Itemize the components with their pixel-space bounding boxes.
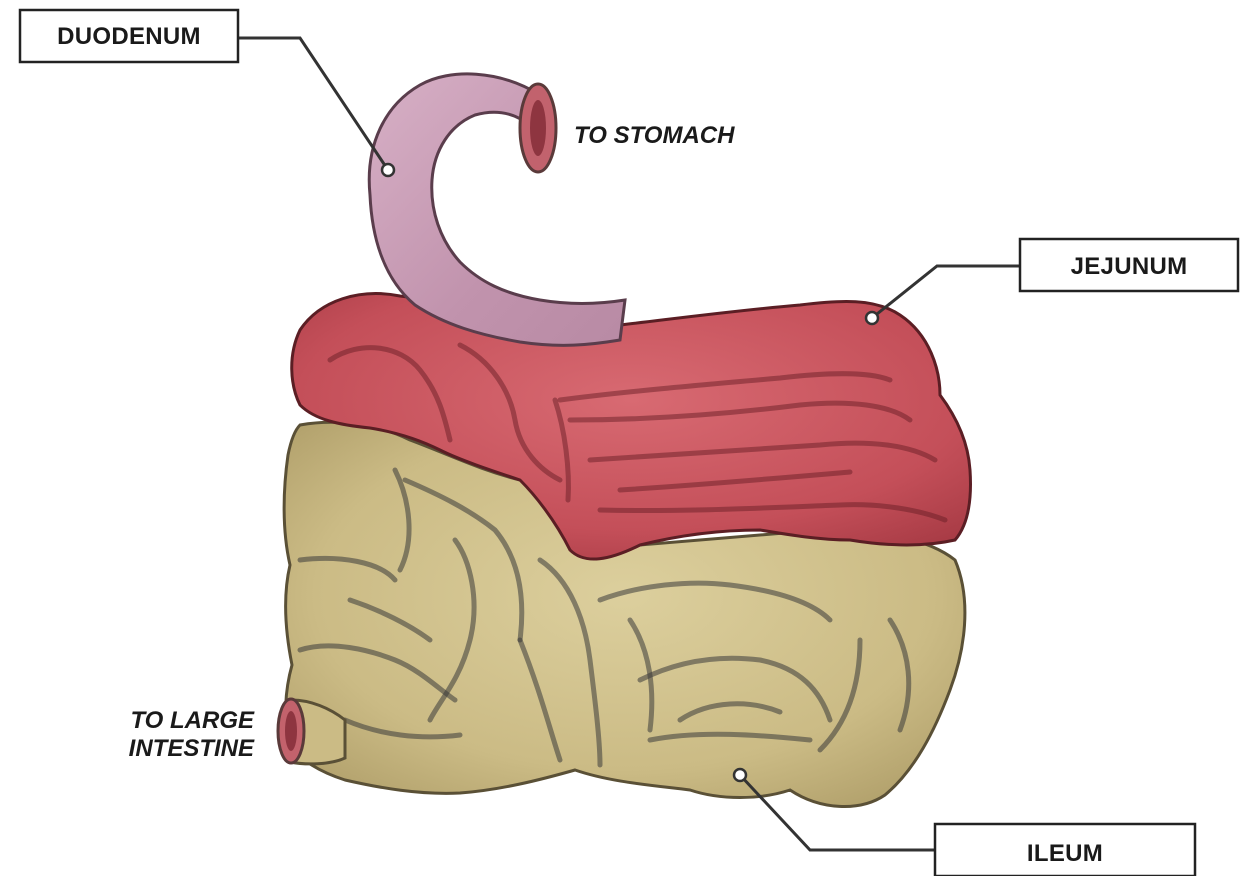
to-stomach-note: TO STOMACH: [574, 122, 735, 149]
to-large-intestine-label-line1: TO LARGE: [130, 707, 255, 734]
jejunum-label: JEJUNUM: [1071, 253, 1188, 280]
ileum-label: ILEUM: [1027, 840, 1103, 867]
duodenum-pointer-dot: [382, 164, 394, 176]
ileum-pointer-dot: [734, 769, 746, 781]
jejunum-callout: JEJUNUM: [866, 239, 1238, 324]
duodenum-label-box: DUODENUM: [20, 10, 238, 62]
to-stomach-label: TO STOMACH: [574, 122, 735, 149]
to-large-intestine-note: TO LARGE INTESTINE: [129, 707, 255, 762]
duodenum-label: DUODENUM: [57, 23, 201, 50]
jejunum-pointer-dot: [866, 312, 878, 324]
ileum-label-box: ILEUM: [935, 824, 1195, 876]
jejunum-label-box: JEJUNUM: [1020, 239, 1238, 291]
duodenum-callout: DUODENUM: [20, 10, 394, 176]
to-large-intestine-label-line2: INTESTINE: [129, 735, 255, 762]
